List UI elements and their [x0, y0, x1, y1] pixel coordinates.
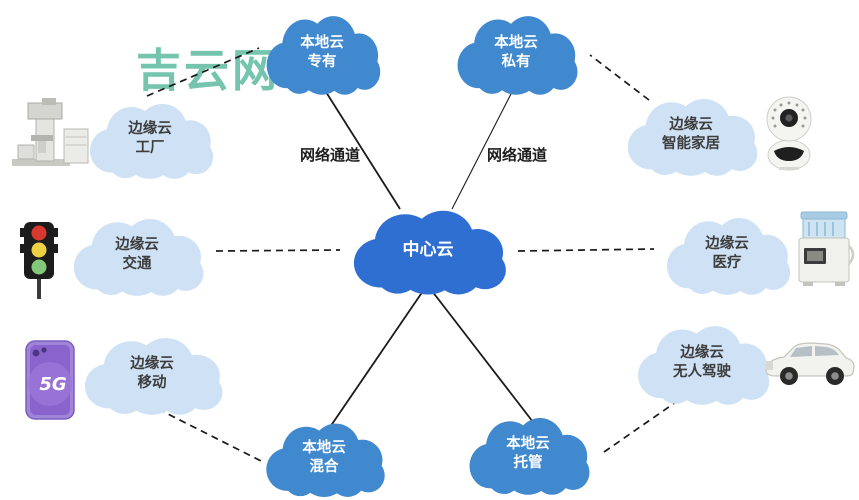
phone-screen-5g-text: 5G — [39, 374, 66, 395]
connection-traffic-center — [215, 249, 341, 252]
traffic-light-icon — [8, 220, 70, 302]
node-subtitle: 医疗 — [712, 255, 742, 271]
node-subtitle: 混合 — [309, 459, 339, 475]
node-local-cloud-dedicated: 本地云 专有 — [251, 8, 393, 98]
node-subtitle: 交通 — [122, 256, 152, 272]
connection-center-local-dedicated — [325, 91, 401, 210]
node-title: 边缘云 — [680, 345, 724, 362]
node-subtitle: 私有 — [501, 54, 531, 70]
node-center-cloud: 中心云 — [333, 202, 523, 298]
connection-medical-center — [517, 248, 655, 252]
node-edge-cloud-driverless: 边缘云 无人驾驶 — [620, 318, 784, 408]
phone-5g-icon: 5G — [20, 338, 80, 422]
node-title: 边缘云 — [669, 117, 713, 134]
connection-center-local-private — [451, 91, 513, 210]
security-camera-icon — [753, 93, 825, 173]
node-edge-cloud-smart-home: 边缘云 智能家居 — [610, 91, 772, 179]
connection-driverless-hosted — [603, 401, 677, 453]
node-local-cloud-private: 本地云 私有 — [441, 8, 591, 98]
node-title: 边缘云 — [128, 121, 172, 138]
node-subtitle: 专有 — [307, 54, 337, 70]
node-local-cloud-hybrid: 本地云 混合 — [250, 416, 398, 500]
node-title: 本地云 — [494, 35, 538, 52]
node-title: 边缘云 — [705, 236, 749, 253]
connection-factory-dedicated — [146, 47, 260, 97]
node-title: 本地云 — [506, 436, 550, 453]
connection-center-local-hybrid — [327, 290, 424, 431]
node-title: 边缘云 — [130, 356, 174, 373]
factory-machine-icon — [6, 97, 94, 177]
node-local-cloud-hosted: 本地云 托管 — [453, 410, 603, 498]
node-edge-cloud-traffic: 边缘云 交通 — [56, 211, 218, 299]
connection-mobile-hybrid — [157, 408, 264, 463]
connection-smarthome-private — [589, 54, 650, 101]
network-channel-label-right: 网络通道 — [487, 146, 548, 164]
node-subtitle: 托管 — [513, 455, 543, 471]
node-subtitle: 智能家居 — [662, 136, 720, 152]
node-subtitle: 工厂 — [135, 140, 165, 156]
node-edge-cloud-mobile: 边缘云 移动 — [66, 330, 238, 418]
node-title: 边缘云 — [115, 237, 159, 254]
connection-center-local-hosted — [431, 290, 534, 423]
car-icon — [760, 330, 858, 396]
node-subtitle: 移动 — [137, 375, 167, 391]
medical-device-icon — [791, 208, 857, 290]
network-channel-label-left: 网络通道 — [300, 146, 361, 164]
node-title: 本地云 — [302, 440, 346, 457]
node-edge-cloud-factory: 边缘云 工厂 — [73, 96, 227, 182]
node-subtitle: 无人驾驶 — [673, 364, 731, 380]
node-edge-cloud-medical: 边缘云 医疗 — [650, 210, 804, 298]
center-cloud-title: 中心云 — [402, 239, 454, 260]
node-title: 本地云 — [300, 35, 344, 52]
